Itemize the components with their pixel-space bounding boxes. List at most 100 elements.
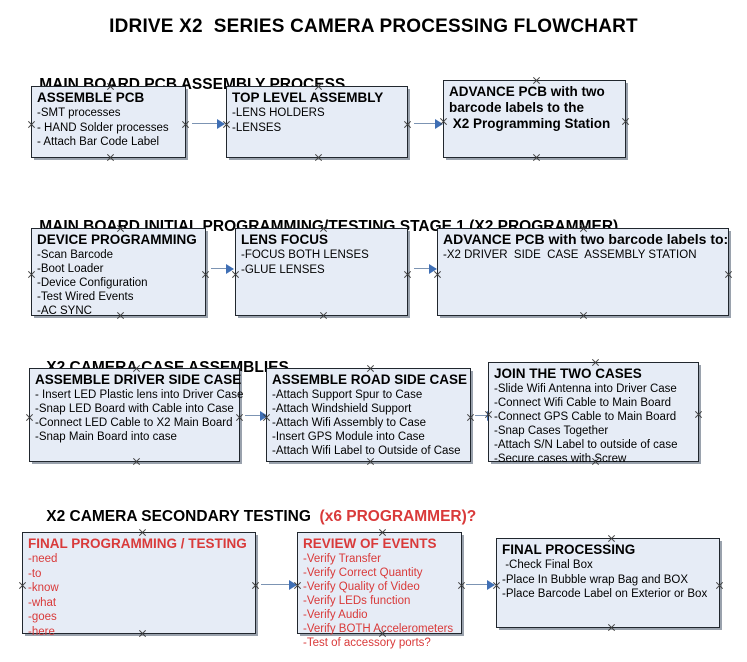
- connector-handle-right[interactable]: [235, 413, 244, 422]
- node-line: - Insert LED Plastic lens into Driver Ca…: [35, 389, 244, 401]
- node-final-processing[interactable]: FINAL PROCESSING -Check Final Box -Place…: [496, 538, 720, 628]
- arrow-device-programming-to-lens-focus: [211, 264, 234, 274]
- connector-handle-top[interactable]: [116, 224, 125, 233]
- section-heading-accent-text: (x6 PROGRAMMER)?: [319, 508, 477, 525]
- node-line: -Place Barcode Label on Exterior or Box: [502, 588, 708, 600]
- node-line: -Connect GPS Cable to Main Board: [494, 411, 677, 423]
- node-review-of-events[interactable]: REVIEW OF EVENTS -Verify Transfer -Verif…: [297, 532, 462, 649]
- connector-handle-bottom[interactable]: [132, 457, 141, 466]
- connector-handle-top[interactable]: [106, 82, 115, 91]
- connector-handle-left[interactable]: [439, 117, 448, 126]
- connector-handle-bottom[interactable]: [378, 629, 387, 638]
- node-line-overflow: -Test of accessory ports?: [303, 637, 431, 649]
- connector-handle-bottom[interactable]: [116, 311, 125, 320]
- node-join-the-two-cases[interactable]: JOIN THE TWO CASES -Slide Wifi Antenna i…: [488, 362, 699, 465]
- connector-handle-top[interactable]: [378, 528, 387, 537]
- node-line: -Attach Wifi Label to Outside of Case: [272, 445, 461, 457]
- connector-handle-bottom[interactable]: [579, 311, 588, 320]
- connector-handle-bottom[interactable]: [319, 311, 328, 320]
- node-title: ASSEMBLE ROAD SIDE CASE: [272, 372, 468, 387]
- connector-handle-right[interactable]: [621, 117, 630, 126]
- arrow-shaft: [261, 584, 296, 586]
- node-line: -Verify Audio: [303, 609, 368, 621]
- connector-handle-left[interactable]: [27, 270, 36, 279]
- node-line: -Attach Wifi Assembly to Case: [272, 417, 427, 429]
- connector-handle-left[interactable]: [222, 120, 231, 129]
- arrow-shaft: [466, 584, 494, 586]
- arrow-top-level-assembly-to-advance-pcb: [414, 119, 443, 129]
- connector-handle-left[interactable]: [293, 581, 302, 590]
- node-line: -Test Wired Events: [37, 291, 134, 303]
- node-lens-focus[interactable]: LENS FOCUS -FOCUS BOTH LENSES -GLUE LENS…: [235, 228, 408, 316]
- node-line: -Insert GPS Module into Case: [272, 431, 425, 443]
- connector-handle-bottom[interactable]: [106, 153, 115, 162]
- node-line: -FOCUS BOTH LENSES: [241, 249, 369, 261]
- connector-handle-left[interactable]: [262, 413, 271, 422]
- section-heading-x2-camera-secondary-testing: X2 CAMERA SECONDARY TESTING (x6 PROGRAMM…: [29, 490, 476, 544]
- connector-handle-bottom[interactable]: [607, 623, 616, 632]
- node-title: ASSEMBLE PCB: [37, 90, 145, 105]
- arrow-lens-focus-to-advance-pcb-driver-side: [414, 264, 437, 274]
- node-line: -Place In Bubble wrap Bag and BOX: [502, 573, 689, 586]
- connector-handle-top[interactable]: [532, 76, 541, 85]
- connector-handle-top[interactable]: [132, 364, 141, 373]
- connector-handle-bottom[interactable]: [532, 153, 541, 162]
- connector-handle-right[interactable]: [724, 270, 733, 279]
- connector-handle-top[interactable]: [138, 528, 147, 537]
- node-line: -goes: [28, 611, 57, 623]
- node-line: -AC SYNC: [37, 305, 92, 317]
- connector-handle-top[interactable]: [579, 224, 588, 233]
- arrow-shaft: [245, 415, 267, 417]
- node-title: JOIN THE TWO CASES: [494, 366, 642, 381]
- node-assemble-pcb[interactable]: ASSEMBLE PCB -SMT processes - HAND Solde…: [31, 86, 186, 158]
- connector-handle-bottom[interactable]: [314, 153, 323, 162]
- node-title: ADVANCE PCB with two barcode labels to:: [443, 231, 729, 247]
- node-line: -LENSES: [232, 121, 282, 134]
- node-assemble-driver-side-case[interactable]: ASSEMBLE DRIVER SIDE CASE - Insert LED P…: [29, 368, 244, 462]
- connector-handle-left[interactable]: [484, 410, 493, 419]
- connector-handle-left[interactable]: [27, 120, 36, 129]
- connector-handle-bottom[interactable]: [366, 457, 375, 466]
- node-title: DEVICE PROGRAMMING: [37, 232, 197, 247]
- connector-handle-top[interactable]: [591, 358, 600, 367]
- node-advance-pcb-programming-station[interactable]: ADVANCE PCB with two barcode labels to t…: [443, 80, 626, 158]
- connector-handle-right[interactable]: [201, 270, 210, 279]
- connector-handle-left[interactable]: [492, 581, 501, 590]
- arrow-shaft: [414, 123, 442, 125]
- node-line: -Attach Support Spur to Case: [272, 389, 423, 401]
- connector-handle-right[interactable]: [466, 413, 475, 422]
- node-line: -Boot Loader: [37, 263, 104, 275]
- node-device-programming[interactable]: DEVICE PROGRAMMING -Scan Barcode -Boot L…: [31, 228, 206, 317]
- connector-handle-right[interactable]: [181, 120, 190, 129]
- connector-handle-left[interactable]: [25, 413, 34, 422]
- node-line: -Verify Correct Quantity: [303, 567, 423, 579]
- arrow-shaft: [414, 268, 436, 270]
- connector-handle-left[interactable]: [18, 581, 27, 590]
- node-top-level-assembly[interactable]: TOP LEVEL ASSEMBLY -LENS HOLDERS -LENSES: [226, 86, 408, 158]
- connector-handle-top[interactable]: [607, 534, 616, 543]
- connector-handle-left[interactable]: [231, 270, 240, 279]
- node-line: -Verify LEDs function: [303, 595, 411, 607]
- node-advance-pcb-driver-side-case[interactable]: ADVANCE PCB with two barcode labels to: …: [437, 228, 729, 316]
- node-title: REVIEW OF EVENTS: [303, 536, 437, 551]
- node-line: -know: [28, 582, 59, 594]
- connector-handle-top[interactable]: [319, 224, 328, 233]
- connector-handle-left[interactable]: [433, 270, 442, 279]
- connector-handle-right[interactable]: [403, 120, 412, 129]
- connector-handle-right[interactable]: [251, 581, 260, 590]
- connector-handle-bottom[interactable]: [138, 629, 147, 638]
- node-line: -Secure cases with Screw: [494, 453, 627, 465]
- node-assemble-road-side-case[interactable]: ASSEMBLE ROAD SIDE CASE -Attach Support …: [266, 368, 471, 462]
- connector-handle-right[interactable]: [715, 581, 724, 590]
- node-line: -X2 DRIVER SIDE CASE ASSEMBLY STATION: [443, 249, 697, 261]
- connector-handle-top[interactable]: [366, 364, 375, 373]
- connector-handle-right[interactable]: [694, 410, 703, 419]
- node-line: -LENS HOLDERS: [232, 107, 325, 119]
- connector-handle-top[interactable]: [314, 82, 323, 91]
- connector-handle-right[interactable]: [457, 581, 466, 590]
- connector-handle-bottom[interactable]: [591, 457, 600, 466]
- connector-handle-right[interactable]: [403, 270, 412, 279]
- arrow-head: [429, 264, 437, 274]
- node-final-programming-testing[interactable]: FINAL PROGRAMMING / TESTING -need -to -k…: [22, 532, 256, 638]
